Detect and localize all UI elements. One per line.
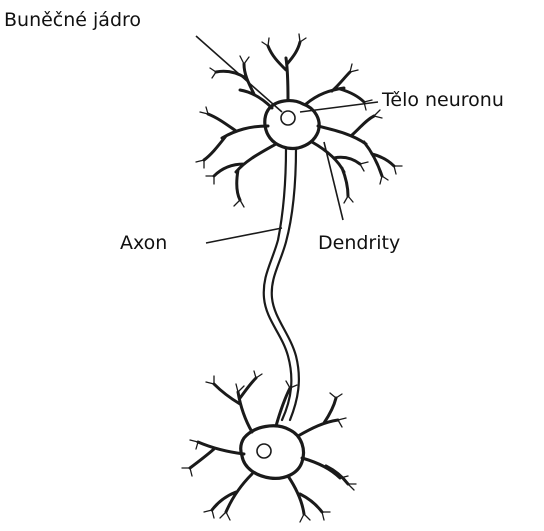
lower-nucleus bbox=[257, 444, 271, 458]
axon-outer-left bbox=[264, 148, 292, 420]
label-axon: Axon bbox=[120, 232, 167, 254]
upper-dendrite-top bbox=[268, 42, 300, 100]
leader-dendrites bbox=[324, 142, 343, 220]
upper-dendrite-lowleft bbox=[214, 144, 276, 200]
neuron-lower bbox=[182, 371, 356, 522]
leader-axon bbox=[206, 228, 282, 243]
label-dendrites: Dendrity bbox=[318, 232, 400, 254]
upper-dendrite-topright bbox=[306, 72, 364, 104]
lower-soma bbox=[241, 426, 304, 479]
upper-dendrite-topleft bbox=[216, 64, 272, 108]
neuron-upper bbox=[196, 34, 402, 207]
label-nucleus: Buněčné jádro bbox=[4, 9, 141, 31]
upper-nucleus bbox=[281, 111, 295, 125]
label-cell-body: Tělo neuronu bbox=[381, 89, 504, 111]
axon bbox=[264, 148, 299, 420]
